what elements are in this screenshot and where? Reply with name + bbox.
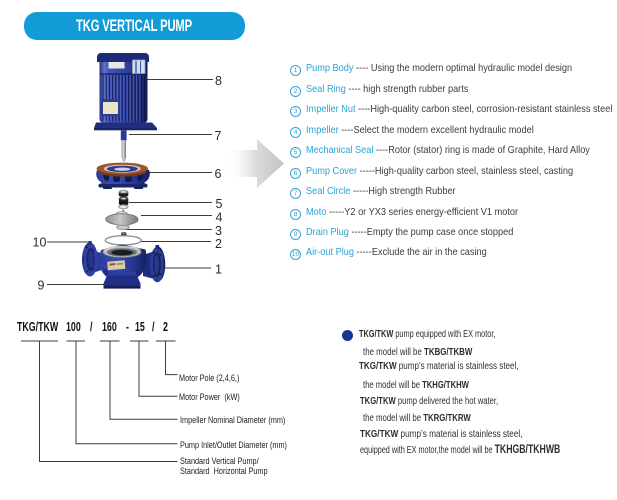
svg-text:8: 8 (215, 74, 222, 88)
svg-text:1: 1 (215, 263, 222, 277)
svg-text:5: 5 (216, 197, 223, 211)
svg-text:2: 2 (215, 237, 222, 251)
svg-text:9: 9 (38, 279, 45, 293)
svg-text:4: 4 (216, 211, 223, 225)
svg-text:10: 10 (33, 236, 47, 250)
svg-text:6: 6 (215, 167, 222, 181)
svg-text:7: 7 (215, 129, 222, 143)
svg-text:3: 3 (215, 224, 222, 238)
